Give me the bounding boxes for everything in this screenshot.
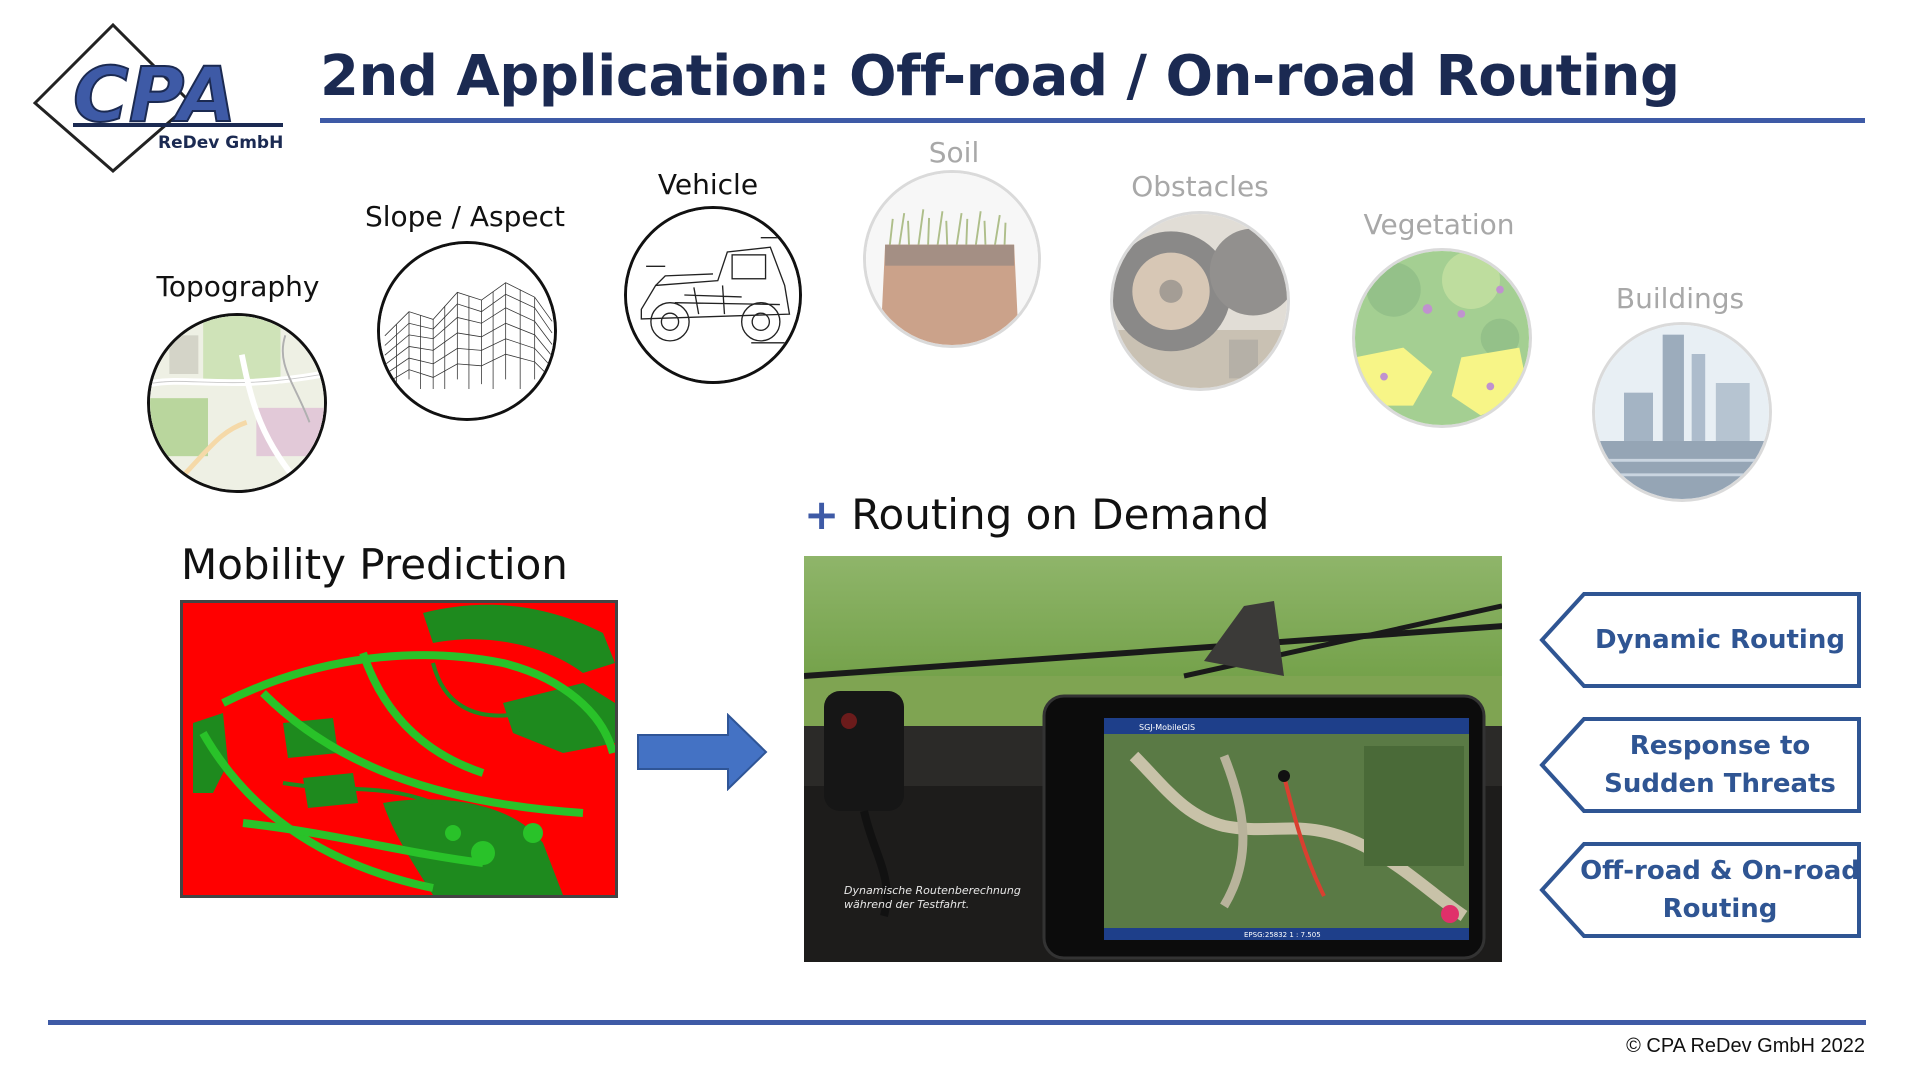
soil-profile-icon bbox=[866, 173, 1038, 345]
factor-label-soil: Soil bbox=[928, 136, 980, 169]
factor-circle-soil bbox=[863, 170, 1041, 348]
photo-caption-line2: während der Testfahrt. bbox=[844, 898, 969, 911]
company-logo: CPA ReDev GmbH bbox=[33, 23, 283, 173]
vehicle-tablet-photo: SGJ-MobileGIS EPSG:25832 1 : 7.505 Dynam… bbox=[804, 556, 1502, 962]
pentagon-tag-shape bbox=[1539, 842, 1861, 938]
pentagon-tag-shape bbox=[1539, 717, 1861, 813]
factor-label-vegetation: Vegetation bbox=[1363, 208, 1515, 241]
routing-photo: SGJ-MobileGIS EPSG:25832 1 : 7.505 Dynam… bbox=[804, 556, 1502, 962]
factor-label-buildings: Buildings bbox=[1615, 282, 1745, 315]
industrial-buildings-icon bbox=[1595, 325, 1769, 499]
factor-circle-vegetation bbox=[1352, 248, 1532, 428]
feature-tag-text: Dynamic Routing bbox=[1595, 625, 1845, 655]
tablet-app-title: SGJ-MobileGIS bbox=[1139, 723, 1195, 732]
factor-circle-vehicle bbox=[624, 206, 802, 384]
factor-circle-slope-aspect bbox=[377, 241, 557, 421]
factor-circle-topography bbox=[147, 313, 327, 493]
vehicle-drawing-icon bbox=[627, 209, 799, 381]
routing-on-demand-title: +Routing on Demand bbox=[804, 490, 1269, 539]
factor-label-topography: Topography bbox=[156, 270, 320, 303]
feature-tag-dynamic-routing: Dynamic Routing bbox=[1538, 590, 1862, 690]
footer-rule bbox=[48, 1020, 1866, 1025]
pentagon-tag-shape bbox=[1539, 592, 1861, 688]
routing-on-demand-text: Routing on Demand bbox=[851, 490, 1270, 539]
title-underline bbox=[320, 118, 1865, 123]
go-no-go-map-icon bbox=[183, 603, 617, 895]
right-arrow-icon bbox=[637, 713, 768, 791]
topographic-map-icon bbox=[150, 316, 324, 490]
factor-label-vehicle: Vehicle bbox=[657, 168, 759, 201]
plus-icon: + bbox=[804, 490, 840, 539]
factor-circle-buildings bbox=[1592, 322, 1772, 502]
mobility-prediction-title: Mobility Prediction bbox=[181, 540, 568, 589]
slide-title: 2nd Application: Off-road / On-road Rout… bbox=[320, 44, 1680, 109]
logo-subtitle: ReDev GmbH bbox=[158, 133, 283, 153]
mobility-prediction-map bbox=[180, 600, 618, 898]
wheel-obstacle-icon bbox=[1113, 214, 1287, 388]
factor-label-slope-aspect: Slope / Aspect bbox=[364, 200, 566, 233]
copyright-notice: © CPA ReDev GmbH 2022 bbox=[1626, 1035, 1865, 1057]
factor-label-obstacles: Obstacles bbox=[1131, 170, 1269, 203]
vegetation-map-icon bbox=[1355, 251, 1529, 425]
tablet-status: EPSG:25832 1 : 7.505 bbox=[1244, 931, 1321, 939]
wireframe-terrain-icon bbox=[380, 244, 554, 418]
logo-brand: CPA bbox=[73, 50, 236, 139]
photo-caption-line1: Dynamische Routenberechnung bbox=[844, 884, 1021, 897]
factor-circle-obstacles bbox=[1110, 211, 1290, 391]
